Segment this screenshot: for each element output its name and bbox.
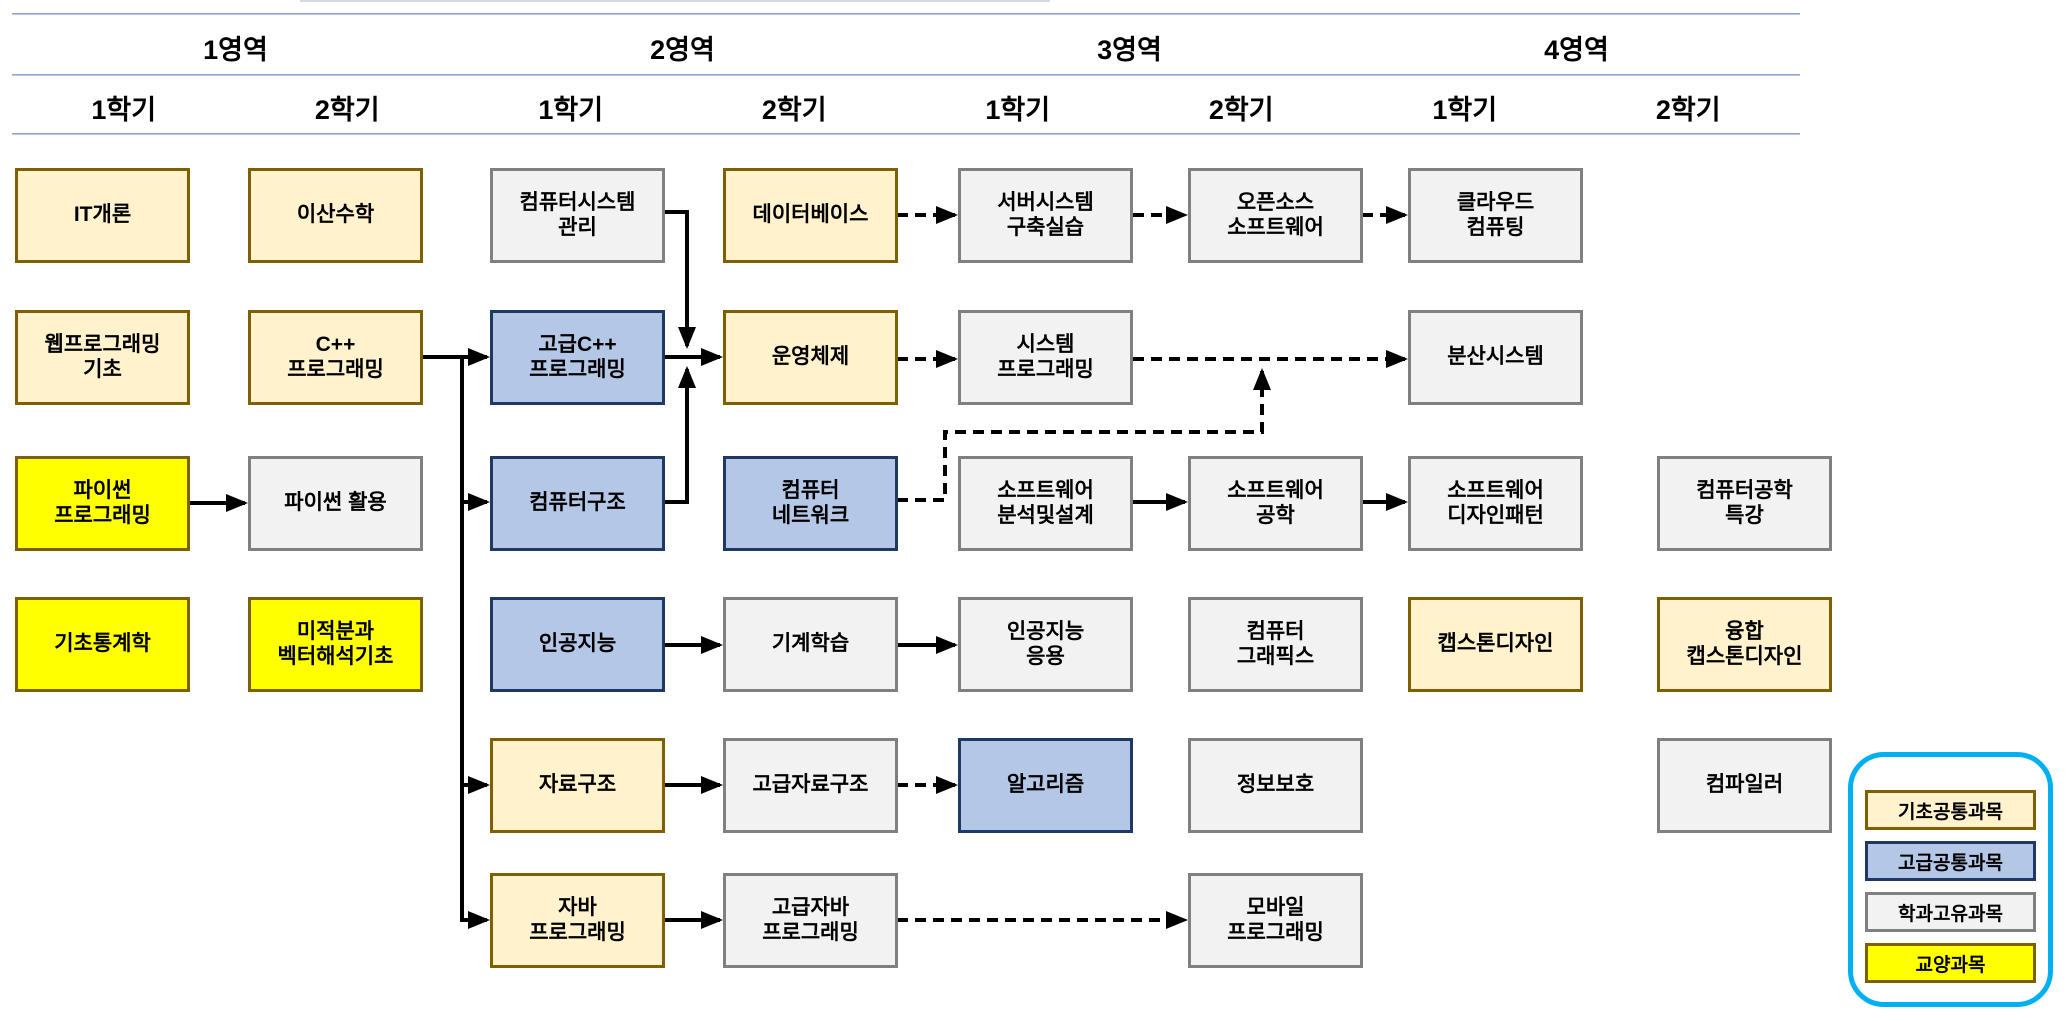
course-advanced-data-structures: 고급자료구조 [723, 738, 898, 833]
course-software-analysis-design: 소프트웨어 분석및설계 [958, 456, 1133, 551]
semester-header-6: 2학기 [1208, 95, 1274, 125]
course-computer-system-management: 컴퓨터시스템 관리 [490, 168, 665, 263]
course-software-engineering: 소프트웨어 공학 [1188, 456, 1363, 551]
course-cloud-computing: 클라우드 컴퓨팅 [1408, 168, 1583, 263]
course-cpp-programming: C++ 프로그래밍 [248, 310, 423, 405]
dashed-computer-networks-to-distributed-line [897, 368, 1271, 502]
course-it-intro: IT개론 [15, 168, 190, 263]
legend-item-dept: 학과고유과목 [1865, 892, 2036, 932]
course-advanced-java-programming: 고급자바 프로그래밍 [723, 873, 898, 968]
course-compiler: 컴파일러 [1657, 738, 1832, 833]
course-ai-applications: 인공지능 응용 [958, 597, 1133, 692]
legend-item-basic: 기초공통과목 [1865, 790, 2036, 830]
course-artificial-intelligence: 인공지능 [490, 597, 665, 692]
course-capstone-design: 캡스톤디자인 [1408, 597, 1583, 692]
course-software-design-patterns: 소프트웨어 디자인패턴 [1408, 456, 1583, 551]
course-database: 데이터베이스 [723, 168, 898, 263]
area-header-2: 2영역 [650, 35, 715, 65]
course-computer-engineering-seminar: 컴퓨터공학 특강 [1657, 456, 1832, 551]
course-server-system-practice: 서버시스템 구축실습 [958, 168, 1133, 263]
arrow-computer-system-management-to-os-junction [665, 210, 696, 349]
course-python-practice: 파이썬 활용 [248, 456, 423, 551]
arrow-computer-architecture-to-os-junction [665, 366, 696, 504]
course-web-programming-basics: 웹프로그래밍 기초 [15, 310, 190, 405]
course-data-structures: 자료구조 [490, 738, 665, 833]
area-header-1: 1영역 [203, 35, 268, 65]
course-open-source-software: 오픈소스 소프트웨어 [1188, 168, 1363, 263]
header-line-top [12, 13, 1800, 15]
header-line-bottom [12, 133, 1800, 135]
semester-header-8: 2학기 [1655, 95, 1721, 125]
course-machine-learning: 기계학습 [723, 597, 898, 692]
course-advanced-cpp-programming: 고급C++ 프로그래밍 [490, 310, 665, 405]
area-header-3: 3영역 [1097, 35, 1162, 65]
course-discrete-math: 이산수학 [248, 168, 423, 263]
course-algorithms: 알고리즘 [958, 738, 1133, 833]
course-basic-statistics: 기초통계학 [15, 597, 190, 692]
course-calculus-vector-analysis: 미적분과 벡터해석기초 [248, 597, 423, 692]
semester-header-3: 1학기 [538, 95, 604, 125]
semester-header-4: 2학기 [761, 95, 827, 125]
course-python-programming: 파이썬 프로그래밍 [15, 456, 190, 551]
course-mobile-programming: 모바일 프로그래밍 [1188, 873, 1363, 968]
semester-header-2: 2학기 [314, 95, 380, 125]
legend-item-advanced: 고급공통과목 [1865, 841, 2036, 881]
top-edge-fragment [300, 0, 1050, 2]
area-header-4: 4영역 [1544, 35, 1609, 65]
semester-header-5: 1학기 [985, 95, 1051, 125]
legend-item-liberal: 교양과목 [1865, 943, 2036, 983]
course-convergence-capstone-design: 융합 캡스톤디자인 [1657, 597, 1832, 692]
course-distributed-systems: 분산시스템 [1408, 310, 1583, 405]
course-computer-networks: 컴퓨터 네트워크 [723, 456, 898, 551]
course-system-programming: 시스템 프로그래밍 [958, 310, 1133, 405]
header-line-middle [12, 74, 1800, 76]
course-computer-graphics: 컴퓨터 그래픽스 [1188, 597, 1363, 692]
course-java-programming: 자바 프로그래밍 [490, 873, 665, 968]
course-operating-systems: 운영체제 [723, 310, 898, 405]
semester-header-7: 1학기 [1432, 95, 1498, 125]
course-computer-architecture: 컴퓨터구조 [490, 456, 665, 551]
semester-header-1: 1학기 [91, 95, 157, 125]
course-information-security: 정보보호 [1188, 738, 1363, 833]
